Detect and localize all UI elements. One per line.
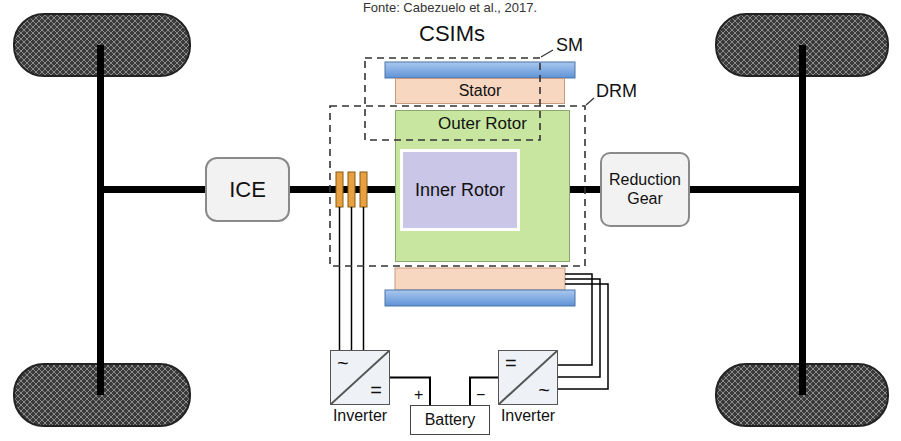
converter-symbol: = [505,352,517,375]
box-label: Reduction Gear [604,171,686,208]
slip-rings [336,172,367,207]
inner-rotor-box: Inner Rotor [400,149,520,231]
group-label: SM [556,36,583,56]
wire [558,274,592,365]
drive-shaft [290,186,400,193]
drive-shaft [570,186,600,193]
inverter-label: Inverter [501,407,555,425]
source-caption: Fonte: Cabezuelo et al., 2017. [363,1,537,15]
terminal-sign: − [476,386,485,404]
engine-box: ICE [205,157,290,222]
inverter-diagonal [331,351,389,404]
box-label: ICE [229,177,266,202]
slip-ring [348,172,355,207]
diagram-title: CSIMs [419,22,485,46]
dc-link-wire [390,378,430,406]
wire [339,207,341,350]
shaft [689,186,803,193]
group-label: DRM [596,82,637,102]
dc-link-wire [470,378,498,406]
terminal-sign: + [414,386,423,404]
leader-line [586,98,594,105]
battery-box: Battery [410,405,490,435]
wheels [14,14,888,426]
stator-box: Stator [395,78,565,104]
converter-symbol: ~ [337,352,349,375]
leader-line [541,50,553,57]
wire [558,284,608,389]
box-label: Stator [459,82,502,100]
slip-ring [336,172,343,207]
axle [799,45,806,395]
slip-ring [360,172,367,207]
box-label: Battery [425,411,476,429]
converter-symbol: = [370,379,382,402]
inverter-diagonal [499,351,557,404]
stator-yoke [385,62,575,78]
outer-rotor-box: Outer RotorInner Rotor [395,110,570,262]
stator-section [385,62,575,306]
box-label: Outer Rotor [438,114,527,134]
wire [558,279,600,377]
stator-yoke [385,290,575,306]
box-label: Inner Rotor [415,180,505,201]
shaft [100,186,206,193]
inverter-label: Inverter [333,407,387,425]
stator-lower [395,268,565,290]
converter-symbol: ~ [538,379,550,402]
axle [97,45,104,395]
wire [363,207,365,350]
inverter-box: ~=Inverter [330,350,390,405]
inverter-box: =~Inverter [498,350,558,405]
reduction-gear-box: Reduction Gear [600,152,690,227]
wire [351,207,353,350]
axles [97,45,806,395]
group-outline [330,106,585,266]
